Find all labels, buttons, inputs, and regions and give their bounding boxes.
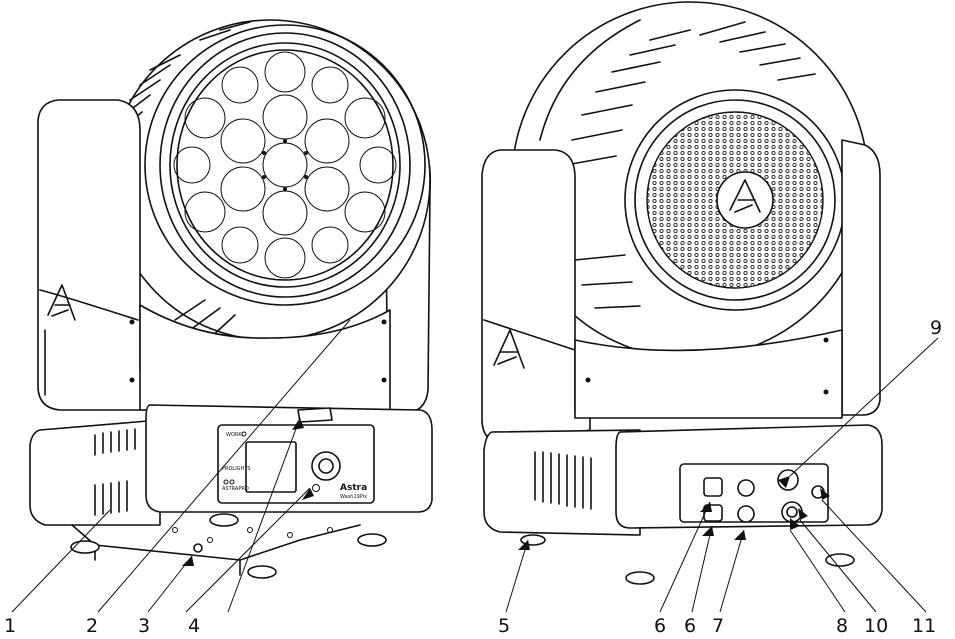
callout-2: 2 [86,615,98,637]
rear-grille [624,89,846,311]
dmx-in-connector [737,479,755,497]
callout-9: 9 [930,317,942,339]
model-label: Wash19Pix [340,494,367,500]
callout-8: 8 [836,615,848,637]
callout-1: 1 [4,615,16,637]
callout-5: 5 [498,615,510,637]
ethercon-port-1 [703,477,723,497]
brand-label: Astra [340,483,367,493]
base-vents-right [534,451,592,510]
lens-array [173,51,397,279]
rear-view-fixture [481,1,883,585]
callout-leaders [11,319,939,613]
callout-4: 4 [188,615,200,637]
callout-6b: 6 [684,615,696,637]
callout-arrowheads [182,418,830,566]
base-vents-left [94,428,136,516]
callout-6a: 6 [654,615,666,637]
head-fins-right [565,21,816,309]
panel-sub: ASTRAPRO [222,486,249,492]
front-view-fixture: WORK PROLIGHTS ASTRAPRO Astra Wash19Pix [29,19,433,579]
dmx-out-connector [737,505,755,523]
callout-11: 11 [912,615,936,637]
callout-labels: 1 2 3 4 5 6 6 7 8 10 11 9 [4,317,942,637]
callout-7: 7 [712,615,724,637]
panel-brand: PROLIGHTS [222,466,251,472]
callout-3: 3 [138,615,150,637]
astra-logo-yoke [47,284,76,321]
astra-logo-yoke-rear [493,329,525,369]
callout-10: 10 [864,615,888,637]
connector-panel [679,463,829,523]
control-panel: WORK PROLIGHTS ASTRAPRO Astra Wash19Pix [217,424,375,504]
work-label: WORK [226,432,242,438]
